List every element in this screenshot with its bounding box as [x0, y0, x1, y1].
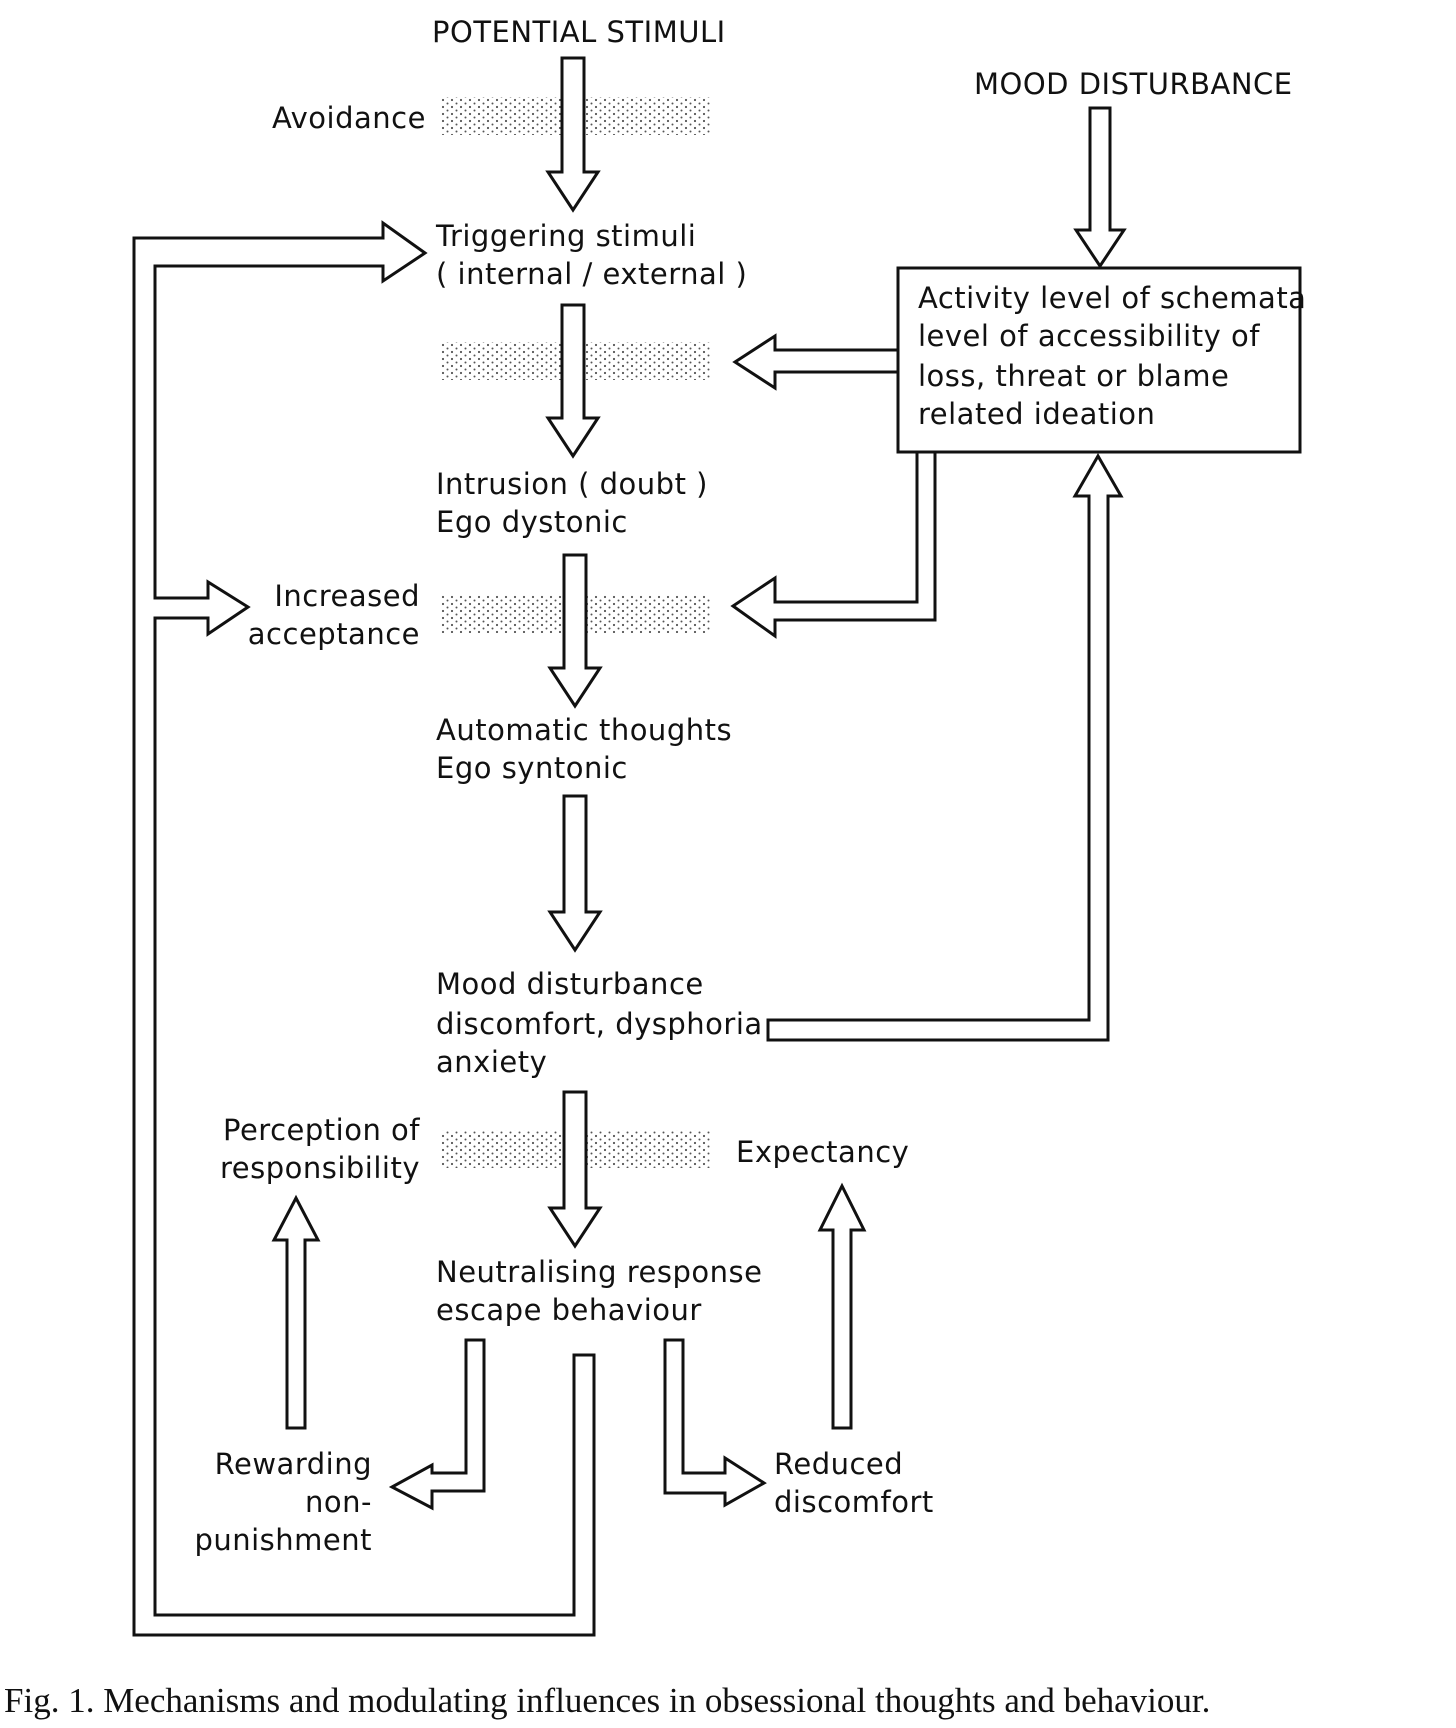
label-rewarding-1: Rewarding [215, 1447, 372, 1481]
label-rewarding-3: punishment [194, 1523, 372, 1557]
arrow-mood-to-neutralising [547, 1090, 603, 1249]
label-mood-disturbance-input: MOOD DISTURBANCE [974, 67, 1293, 101]
arrow-neutralising-to-rewarding [388, 1338, 486, 1511]
label-intrusion-2: Ego dystonic [436, 505, 628, 539]
arrow-mood-to-box [766, 452, 1124, 1042]
label-reduced-discomfort-1: Reduced [774, 1447, 903, 1481]
figure-caption: Fig. 1. Mechanisms and modulating influe… [4, 1681, 1210, 1720]
arrow-potential-to-triggering [545, 56, 601, 213]
arrow-triggering-to-intrusion [545, 303, 601, 459]
label-schemata-4: related ideation [918, 397, 1155, 431]
label-triggering-stimuli-1: Triggering stimuli [435, 219, 696, 253]
label-increased-acceptance-1: Increased [274, 579, 420, 613]
arrow-rewarding-to-responsibility [271, 1194, 321, 1430]
label-potential-stimuli: POTENTIAL STIMULI [432, 15, 726, 49]
label-mood-disturbance-3: anxiety [436, 1045, 547, 1079]
arrow-neutralising-to-reduced [663, 1338, 767, 1508]
label-neutralising-1: Neutralising response [436, 1255, 762, 1289]
arrow-mood-input-to-box [1073, 106, 1127, 269]
arrow-box-to-acceptance-gate [730, 450, 937, 639]
arrow-feedback-loop-outer [132, 220, 596, 1637]
arrow-automatic-to-mood [547, 794, 603, 953]
label-automatic-thoughts-1: Automatic thoughts [436, 713, 732, 747]
label-expectancy: Expectancy [736, 1135, 909, 1169]
arrow-reduced-to-expectancy [817, 1182, 867, 1430]
label-schemata-2: level of accessibility of [918, 319, 1260, 353]
label-avoidance: Avoidance [272, 101, 426, 135]
label-schemata-3: loss, threat or blame [918, 359, 1229, 393]
label-reduced-discomfort-2: discomfort [774, 1485, 934, 1519]
label-mood-disturbance-2: discomfort, dysphoria [436, 1007, 763, 1041]
label-increased-acceptance-2: acceptance [248, 617, 420, 651]
label-perception-1: Perception of [223, 1113, 420, 1147]
arrow-intrusion-to-automatic [547, 553, 603, 709]
label-intrusion-1: Intrusion ( doubt ) [436, 467, 708, 501]
label-mood-disturbance-1: Mood disturbance [436, 967, 704, 1001]
label-triggering-stimuli-2: ( internal / external ) [436, 257, 747, 291]
schemata-box [896, 266, 1302, 454]
arrow-box-to-trigger-gate [732, 333, 900, 391]
label-automatic-thoughts-2: Ego syntonic [436, 751, 628, 785]
label-rewarding-2: non- [305, 1485, 372, 1519]
label-neutralising-2: escape behaviour [436, 1293, 702, 1327]
label-perception-2: responsibility [220, 1151, 420, 1185]
label-schemata-1: Activity level of schemata [918, 281, 1306, 315]
